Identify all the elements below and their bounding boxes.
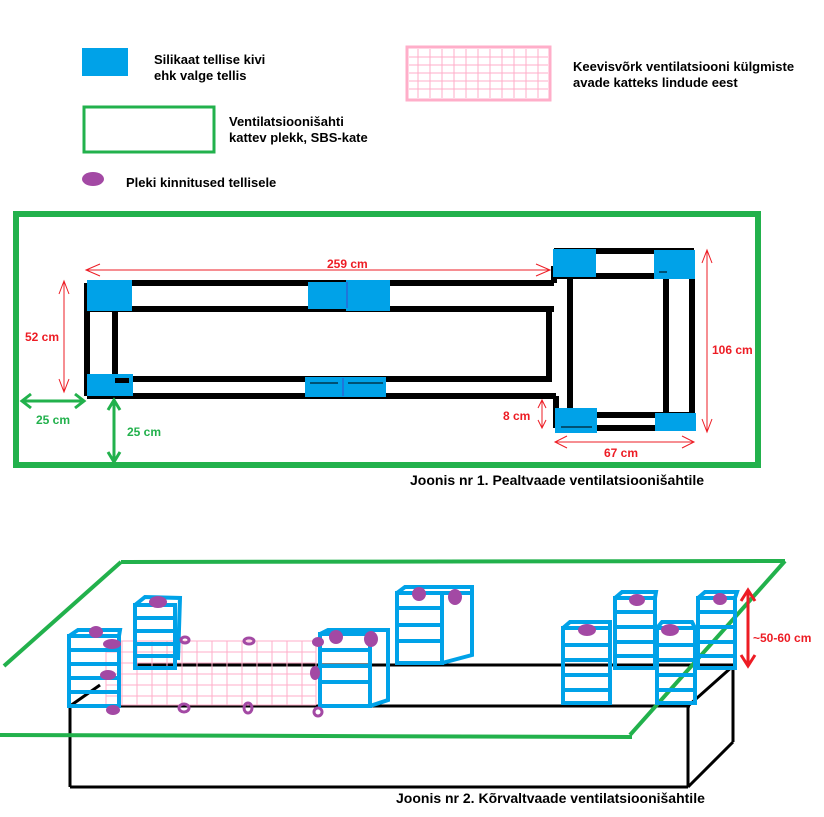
fastener: [713, 593, 727, 605]
brick-stack: [655, 620, 697, 705]
top-bricks: [87, 249, 696, 433]
brick: [555, 408, 597, 433]
mesh-panel: [105, 640, 317, 706]
brick: [87, 280, 132, 311]
figure1-top-view: 259 cm 52 cm 106 cm 67 cm 8 cm 25 cm 25 …: [13, 211, 761, 468]
brick-stack: [395, 585, 474, 665]
height-label: ~50-60 cm: [753, 631, 811, 645]
brick: [654, 250, 695, 279]
legend-mesh-line2: avade katteks lindude eest: [573, 75, 738, 90]
fastener: [100, 670, 116, 680]
dim-offset-label: 8 cm: [503, 409, 530, 423]
fastener: [329, 630, 343, 644]
dim-margin-left-label: 25 cm: [36, 413, 70, 427]
legend-cover-line2: kattev plekk, SBS-kate: [229, 130, 368, 145]
dim-right-width-label: 67 cm: [604, 446, 638, 460]
dimension-lines: [58, 248, 713, 449]
fastener: [106, 705, 120, 715]
cover-outline: [13, 211, 761, 468]
brick: [344, 377, 386, 397]
fastener: [661, 624, 679, 636]
fastener: [578, 624, 596, 636]
fastener: [242, 636, 256, 646]
legend-cover-line1: Ventilatsioonišahti: [229, 114, 344, 129]
dim-length-label: 259 cm: [327, 257, 368, 271]
legend-brick-line1: Silikaat tellise kivi: [154, 52, 266, 67]
fastener: [242, 701, 254, 715]
brick-stack: [318, 628, 390, 708]
legend-fastener-swatch: [82, 172, 104, 186]
brick: [305, 377, 346, 397]
margin-arrows: [19, 392, 122, 465]
brick: [346, 280, 390, 311]
dim-width-label: 52 cm: [25, 330, 59, 344]
side-bricks: [67, 585, 740, 708]
brick: [308, 282, 348, 309]
brick: [553, 249, 596, 277]
cover-plane: [0, 559, 787, 739]
brick-stack: [561, 620, 612, 705]
brick: [655, 413, 696, 431]
legend-brick-swatch: [82, 48, 128, 76]
brick-stack: [696, 590, 740, 670]
side-fastener-rings: [177, 635, 324, 718]
base-box: [68, 663, 735, 789]
legend-brick-line2: ehk valge tellis: [154, 68, 247, 83]
legend-mesh-swatch: [405, 45, 552, 102]
fastener: [412, 587, 426, 601]
fastener: [310, 666, 320, 680]
fastener: [89, 626, 103, 638]
legend-brick-label: Silikaat tellise kivi ehk valge tellis: [154, 52, 265, 84]
brick-stack: [613, 590, 659, 670]
fastener: [312, 706, 324, 718]
dim-right-height-label: 106 cm: [712, 343, 753, 357]
fastener: [312, 637, 324, 647]
figure1-caption: Joonis nr 1. Pealtvaade ventilatsiooniša…: [410, 472, 705, 488]
dim-margin-bottom-label: 25 cm: [127, 425, 161, 439]
brick: [87, 374, 133, 396]
legend-cover-label: Ventilatsioonišahti kattev plekk, SBS-ka…: [229, 114, 368, 146]
fastener: [177, 702, 191, 714]
fastener: [364, 631, 378, 647]
fastener: [103, 639, 121, 649]
side-fasteners: [89, 587, 727, 715]
channel-walls: [84, 248, 695, 431]
fastener: [629, 594, 645, 606]
fastener: [179, 635, 191, 645]
fastener: [149, 596, 167, 608]
figure2-caption: Joonis nr 2. Kõrvaltvaade ventilatsiooni…: [396, 790, 705, 806]
legend-fastener-label: Pleki kinnitused tellisele: [126, 175, 277, 190]
height-arrow: [739, 587, 757, 669]
figure2-side-view: ~50-60 cm: [0, 559, 811, 789]
fastener: [448, 589, 462, 605]
legend-cover-swatch: [82, 105, 216, 154]
legend-mesh-line1: Keevisvõrk ventilatsiooni külgmiste: [573, 59, 795, 74]
legend-mesh-label: Keevisvõrk ventilatsiooni külgmiste avad…: [573, 59, 794, 91]
